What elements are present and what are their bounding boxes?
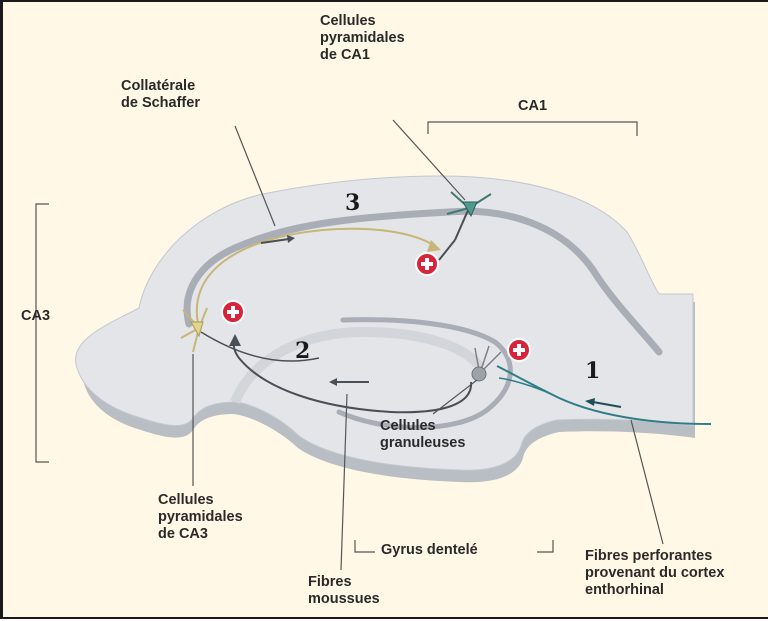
label-ca1: CA1 (518, 98, 547, 115)
synapse-dentate-marker (508, 339, 530, 361)
ca1-bracket (428, 122, 637, 136)
label-ca3-pyramidal-cells: Cellules pyramidales de CA3 (158, 492, 243, 543)
label-dentate-gyrus: Gyrus dentelé (381, 542, 478, 559)
number-1: 1 (585, 358, 600, 384)
ca3-bracket (36, 204, 49, 462)
label-granule-cells: Cellules granuleuses (380, 418, 465, 452)
label-perforant-fibers: Fibres perforantes provenant du cortex e… (585, 548, 724, 599)
synapse-ca3-marker (222, 301, 244, 323)
number-2: 2 (295, 338, 310, 364)
label-schaffer-collateral: Collatérale de Schaffer (121, 78, 200, 112)
leader-perforant (631, 420, 663, 544)
number-3: 3 (345, 190, 360, 216)
label-ca1-pyramidal-cells: Cellules pyramidales de CA1 (320, 13, 405, 64)
hippocampus-diagram (3, 2, 768, 621)
synapse-ca1-marker (416, 253, 438, 275)
label-mossy-fibers: Fibres moussues (308, 574, 380, 608)
label-ca3: CA3 (21, 308, 50, 325)
